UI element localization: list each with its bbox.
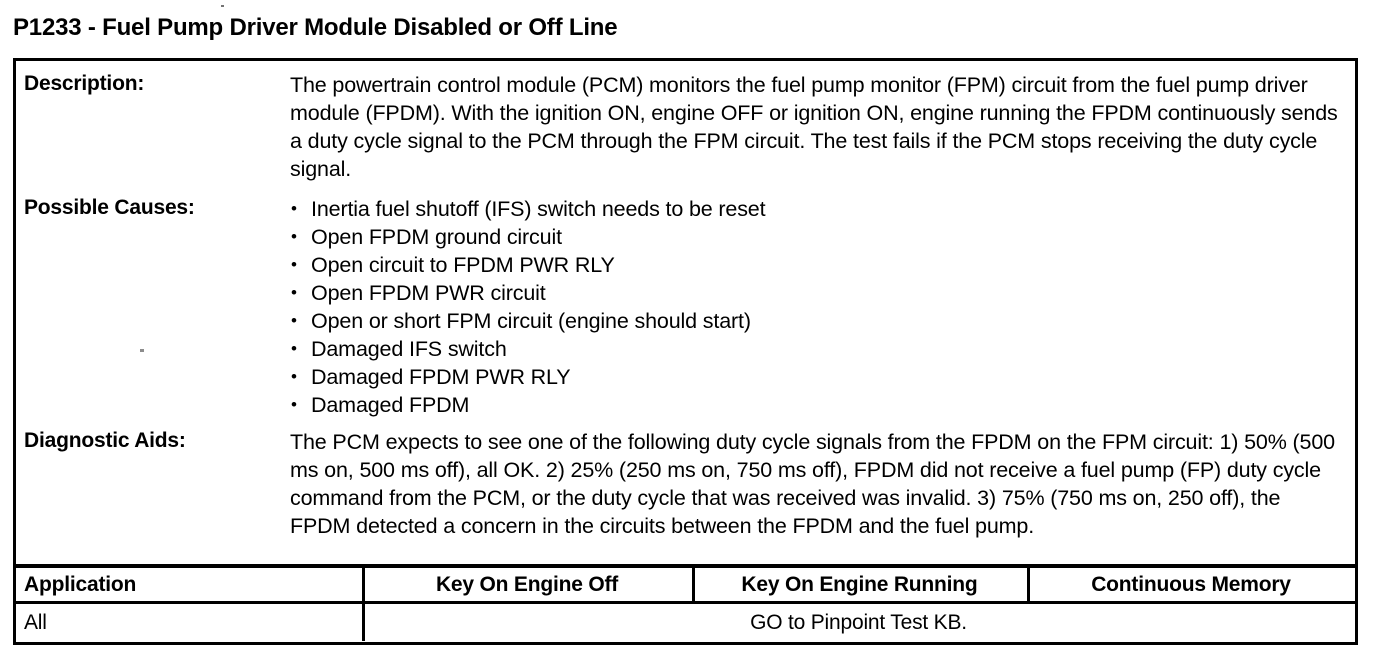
dtc-info-table: Description: The powertrain control modu…	[13, 58, 1358, 645]
diagnostic-aids-body: The PCM expects to see one of the follow…	[290, 428, 1345, 540]
list-item: • Open circuit to FPDM PWR RLY	[290, 251, 1345, 279]
list-item: • Damaged FPDM PWR RLY	[290, 363, 1345, 391]
description-text: The powertrain control module (PCM) moni…	[290, 73, 1338, 181]
info-region: Description: The powertrain control modu…	[16, 61, 1355, 568]
column-divider	[1027, 568, 1030, 601]
possible-causes-list: • Inertia fuel shutoff (IFS) switch need…	[290, 195, 1345, 419]
cell-action: GO to Pinpoint Test KB.	[750, 610, 967, 634]
diagnostic-aids-label: Diagnostic Aids:	[24, 429, 186, 452]
possible-causes-label: Possible Causes:	[24, 196, 195, 219]
list-item-label: Damaged FPDM	[311, 393, 470, 417]
scan-artifact-left	[140, 349, 144, 352]
table-row: All GO to Pinpoint Test KB.	[16, 604, 1355, 641]
column-divider	[362, 604, 365, 641]
bullet-icon: •	[291, 198, 297, 218]
list-item: • Inertia fuel shutoff (IFS) switch need…	[290, 195, 1345, 223]
diagnostic-aids-text: The PCM expects to see one of the follow…	[290, 430, 1335, 538]
scan-artifact-top	[221, 5, 224, 7]
list-item: • Damaged IFS switch	[290, 335, 1345, 363]
description-body: The powertrain control module (PCM) moni…	[290, 71, 1345, 183]
column-divider	[692, 568, 695, 601]
description-label: Description:	[24, 72, 145, 95]
bullet-icon: •	[291, 282, 297, 302]
bullet-icon: •	[291, 338, 297, 358]
page-title: P1233 - Fuel Pump Driver Module Disabled…	[13, 14, 618, 41]
bullet-icon: •	[291, 310, 297, 330]
column-divider	[362, 568, 365, 601]
list-item-label: Open FPDM ground circuit	[311, 225, 562, 249]
column-header-key-on-engine-running: Key On Engine Running	[741, 572, 978, 596]
bullet-icon: •	[291, 226, 297, 246]
bullet-icon: •	[291, 394, 297, 414]
list-item-label: Open or short FPM circuit (engine should…	[311, 309, 751, 333]
list-item-label: Open circuit to FPDM PWR RLY	[311, 253, 615, 277]
list-item-label: Damaged FPDM PWR RLY	[311, 365, 571, 389]
list-item-label: Damaged IFS switch	[311, 337, 507, 361]
column-header-key-on-engine-off: Key On Engine Off	[435, 572, 619, 596]
bullet-icon: •	[291, 254, 297, 274]
list-item: • Open FPDM ground circuit	[290, 223, 1345, 251]
cell-application: All	[24, 610, 47, 634]
list-item-label: Open FPDM PWR circuit	[311, 281, 546, 305]
result-table-header-row: Application Key On Engine Off Key On Eng…	[16, 568, 1355, 604]
list-item-label: Inertia fuel shutoff (IFS) switch needs …	[311, 197, 766, 221]
result-table: Application Key On Engine Off Key On Eng…	[16, 568, 1355, 644]
column-header-continuous-memory: Continuous Memory	[1091, 572, 1291, 596]
list-item: • Open or short FPM circuit (engine shou…	[290, 307, 1345, 335]
list-item: • Damaged FPDM	[290, 391, 1345, 419]
possible-causes-body: • Inertia fuel shutoff (IFS) switch need…	[290, 195, 1345, 419]
bullet-icon: •	[291, 366, 297, 386]
list-item: • Open FPDM PWR circuit	[290, 279, 1345, 307]
column-header-application: Application	[24, 572, 137, 596]
